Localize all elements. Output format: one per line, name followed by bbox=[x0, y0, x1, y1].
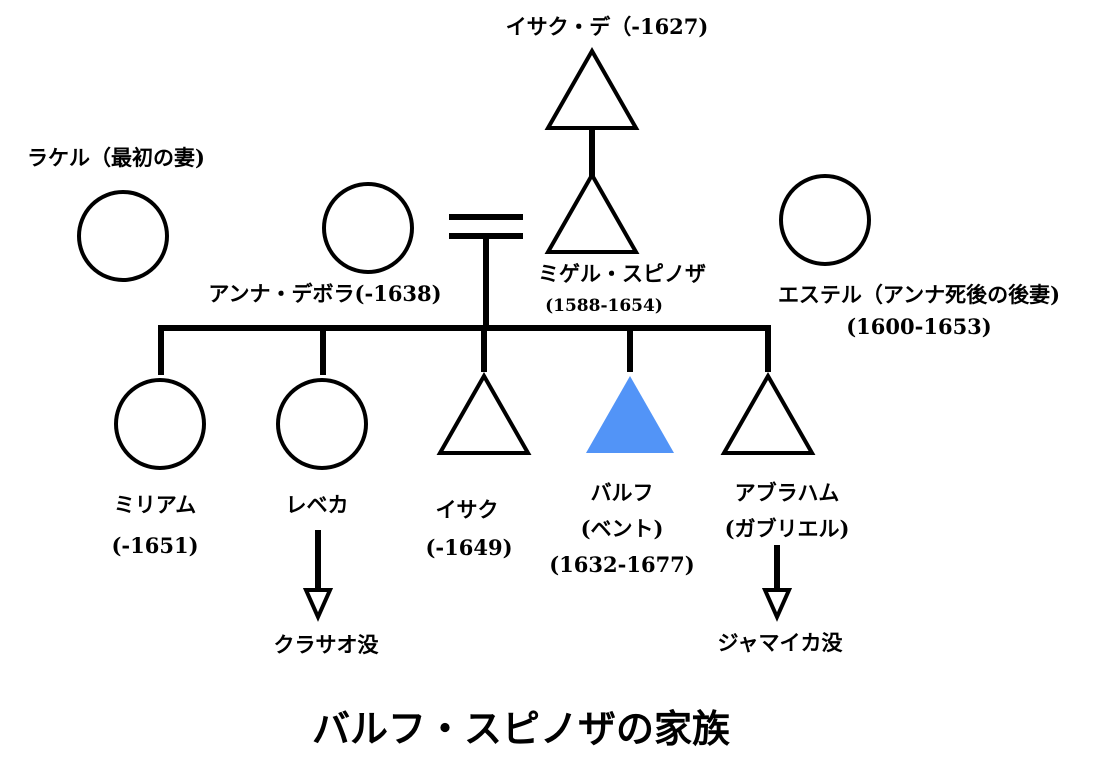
diagram-title: バルフ・スピノザの家族 bbox=[312, 706, 730, 751]
baruch-dates: (1632-1677) bbox=[549, 552, 694, 577]
isaac-de-triangle bbox=[544, 46, 640, 130]
miriam-dates: (-1651) bbox=[111, 533, 198, 558]
abraham-label: アブラハム bbox=[735, 480, 840, 505]
isaac-triangle bbox=[436, 371, 532, 455]
miguel-label: ミゲル・スピノザ bbox=[538, 261, 706, 286]
abraham-alias: (ガブリエル) bbox=[725, 516, 850, 541]
isaac-label: イサク bbox=[436, 497, 499, 522]
miriam-circle bbox=[114, 378, 206, 470]
isaac-dates: (-1649) bbox=[425, 535, 512, 560]
rebecca-circle bbox=[276, 378, 368, 470]
miriam-label: ミリアム bbox=[114, 492, 197, 517]
anna-debora-circle bbox=[322, 182, 414, 274]
miguel-triangle bbox=[544, 170, 640, 254]
ester-label: エステル（アンナ死後の後妻) bbox=[778, 282, 1060, 307]
ester-dates: (1600-1653) bbox=[846, 314, 991, 339]
miguel-dates: (1588-1654) bbox=[545, 296, 663, 316]
abraham-arrow bbox=[761, 545, 793, 622]
anna-debora-label: アンナ・デボラ(-1638) bbox=[208, 281, 441, 306]
rebecca-fate: クラサオ没 bbox=[274, 632, 380, 657]
isaac-de-label: イサク・デ（-1627) bbox=[506, 14, 709, 39]
abraham-fate: ジャマイカ没 bbox=[718, 630, 844, 655]
ester-circle bbox=[779, 174, 871, 266]
baruch-triangle bbox=[586, 376, 674, 453]
baruch-label: バルフ bbox=[591, 480, 654, 505]
rachel-circle bbox=[77, 190, 169, 282]
rachel-label: ラケル（最初の妻) bbox=[27, 145, 205, 170]
rebecca-arrow bbox=[302, 530, 334, 622]
abraham-triangle bbox=[720, 371, 816, 455]
baruch-alias: (ベント) bbox=[581, 516, 664, 541]
rebecca-label: レベカ bbox=[286, 492, 349, 517]
